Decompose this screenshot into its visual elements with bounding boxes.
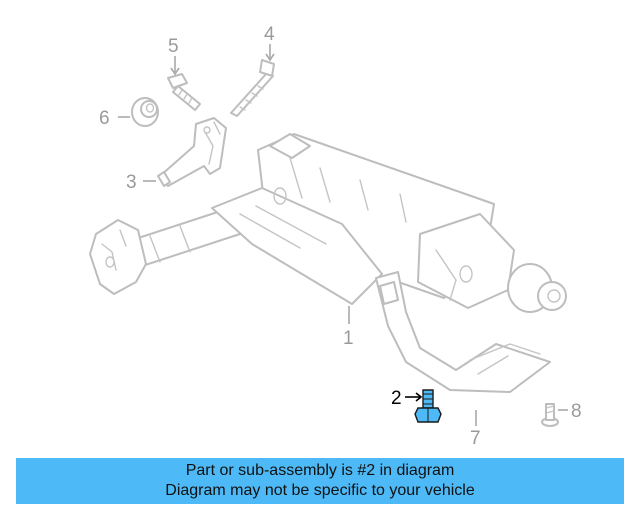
part-6-grommet: [131, 97, 159, 127]
part-3-bracket: [157, 117, 227, 187]
banner-line-part: Part or sub-assembly is #2 in diagram: [185, 462, 455, 479]
exploded-diagram-svg: 5 4 6 3 1 2 7 8: [89, 24, 582, 449]
part-8-screw: [541, 403, 559, 427]
part-1-steering-column: [211, 133, 567, 313]
callout-4: 4: [264, 24, 275, 45]
part-7-lower-bracket: [375, 271, 551, 393]
callout-3: 3: [126, 172, 137, 193]
info-banner: Part or sub-assembly is #2 in diagram Di…: [16, 458, 624, 504]
callout-1: 1: [343, 328, 354, 349]
steering-shaft: [89, 207, 241, 295]
part-5-bolt: [167, 73, 201, 111]
leader-4-arrow: [265, 53, 275, 62]
banner-line-disclaimer: Diagram may not be specific to your vehi…: [165, 482, 475, 499]
callout-2[interactable]: 2: [391, 388, 402, 409]
callout-5: 5: [168, 36, 179, 57]
part-2-bolt[interactable]: [414, 389, 442, 423]
leader-2-arrow: [415, 392, 423, 402]
leader-5-arrow: [170, 67, 180, 76]
callout-8: 8: [571, 401, 582, 422]
callout-7: 7: [470, 428, 481, 449]
callout-6: 6: [99, 108, 110, 129]
part-4-long-bolt: [230, 59, 275, 117]
